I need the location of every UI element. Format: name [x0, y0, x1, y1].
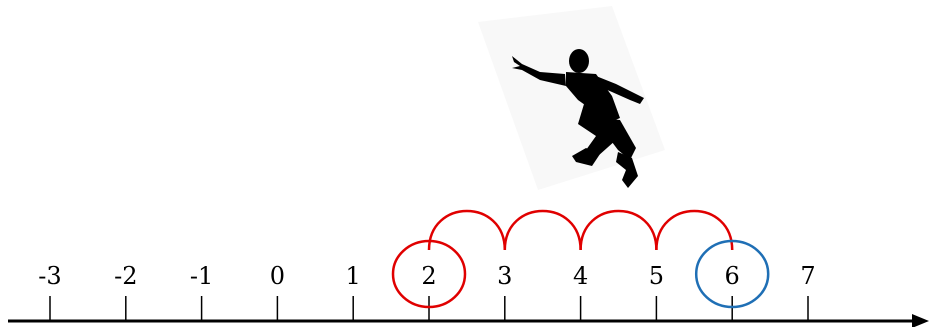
tick-label: 0 — [270, 262, 285, 290]
tick-label: -1 — [190, 262, 213, 290]
jump-arc — [505, 211, 581, 250]
jump-arc — [581, 211, 657, 250]
jump-arc — [656, 211, 732, 250]
tick-label: 6 — [725, 262, 740, 290]
tick-label: 7 — [800, 262, 815, 290]
tick-label: 3 — [497, 262, 512, 290]
tick-label: 1 — [346, 262, 361, 290]
jump-arc — [429, 211, 505, 250]
jump-arcs — [429, 211, 732, 250]
number-line-ticks: -3 -2 -1 0 1 2 3 4 5 6 7 — [38, 262, 815, 321]
tick-label: 2 — [421, 262, 436, 290]
number-line-axis — [8, 314, 929, 327]
tick-label: -3 — [38, 262, 61, 290]
tick-label: -2 — [114, 262, 137, 290]
arrow-head-icon — [912, 314, 929, 327]
tick-label: 5 — [649, 262, 664, 290]
tick-label: 4 — [573, 262, 588, 290]
